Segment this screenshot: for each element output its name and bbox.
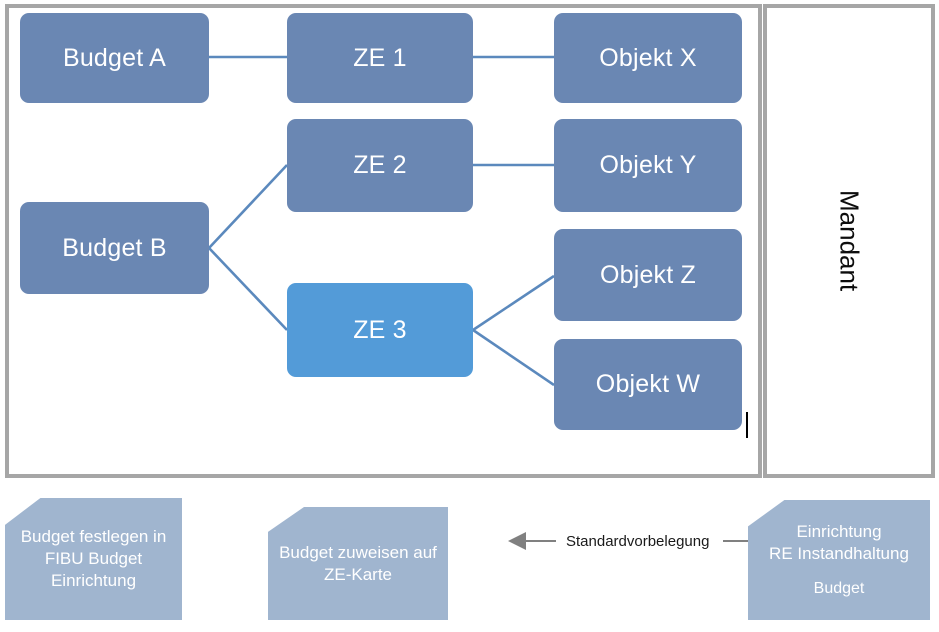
node-label: Objekt Z <box>599 260 697 289</box>
node-label: Objekt X <box>599 43 697 72</box>
legend-line: Einrichtung <box>50 570 137 590</box>
node-label: ZE 2 <box>353 151 407 179</box>
legend-line: RE Instandhaltung <box>769 543 909 563</box>
node-budget-a[interactable]: Budget A <box>20 13 209 103</box>
legend-line: FIBU Budget <box>44 549 143 569</box>
mandant-label: Mandant <box>763 4 935 478</box>
node-label: Objekt Y <box>599 151 697 179</box>
node-budget-b[interactable]: Budget B <box>20 202 209 294</box>
node-objekt-w[interactable]: Objekt W <box>554 339 742 430</box>
legend-line: Budget festlegen in <box>20 527 167 547</box>
mandant-text: Mandant <box>834 190 865 292</box>
legend-line: ZE-Karte <box>323 564 393 584</box>
node-objekt-x[interactable]: Objekt X <box>554 13 742 103</box>
legend-line: Budget zuweisen auf <box>279 542 437 562</box>
text-caret <box>746 412 748 438</box>
legend-extra-line: Budget <box>813 579 865 597</box>
legend-line: Einrichtung <box>796 522 882 542</box>
node-label: ZE 3 <box>353 315 407 344</box>
main-frame <box>5 4 762 478</box>
node-ze-3[interactable]: ZE 3 <box>287 283 473 377</box>
node-label: Objekt W <box>595 370 701 398</box>
arrow-head-icon <box>508 532 526 550</box>
arrow-label: Standardvorbelegung <box>566 533 710 550</box>
node-objekt-z[interactable]: Objekt Z <box>554 229 742 321</box>
node-label: Budget B <box>62 233 167 262</box>
node-label: Budget A <box>62 43 167 72</box>
node-ze-1[interactable]: ZE 1 <box>287 13 473 103</box>
node-ze-2[interactable]: ZE 2 <box>287 119 473 212</box>
node-label: ZE 1 <box>353 43 407 72</box>
node-objekt-y[interactable]: Objekt Y <box>554 119 742 212</box>
mandant-frame <box>763 4 935 478</box>
